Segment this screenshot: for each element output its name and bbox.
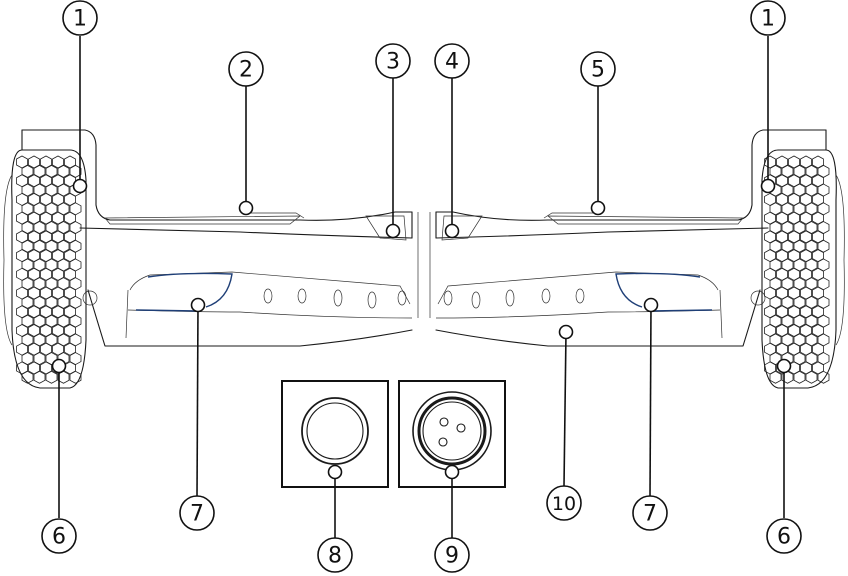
callout-7-left: 7: [180, 496, 214, 530]
callout-label: 7: [190, 502, 204, 527]
callout-8: 8: [318, 538, 352, 572]
callout-4: 4: [435, 44, 469, 78]
callout-label: 3: [386, 50, 400, 75]
callout-6-left: 6: [42, 519, 76, 553]
callout-label: 4: [445, 50, 459, 75]
callout-5: 5: [581, 52, 615, 86]
callout-9: 9: [435, 538, 469, 572]
callout-1-left: 1: [63, 1, 97, 35]
callout-label: 1: [73, 7, 87, 32]
left-wheel-tread: [17, 156, 82, 383]
callout-label: 2: [239, 58, 253, 83]
callout-3: 3: [376, 44, 410, 78]
right-wheel-tread: [765, 156, 830, 383]
callout-1-right: 1: [751, 1, 785, 35]
callout-label: 5: [591, 58, 605, 83]
callout-2: 2: [229, 52, 263, 86]
callout-label: 8: [328, 544, 342, 569]
hoverboard-body: [22, 130, 826, 346]
callout-label: 1: [761, 7, 775, 32]
callout-10: 10: [547, 486, 581, 520]
callout-7-right: 7: [633, 496, 667, 530]
callout-label: 9: [445, 544, 459, 569]
callout-label: 10: [552, 493, 576, 515]
callout-label: 6: [52, 525, 66, 550]
callout-label: 7: [643, 502, 657, 527]
callout-label: 6: [777, 525, 791, 550]
callout-6-right: 6: [767, 519, 801, 553]
